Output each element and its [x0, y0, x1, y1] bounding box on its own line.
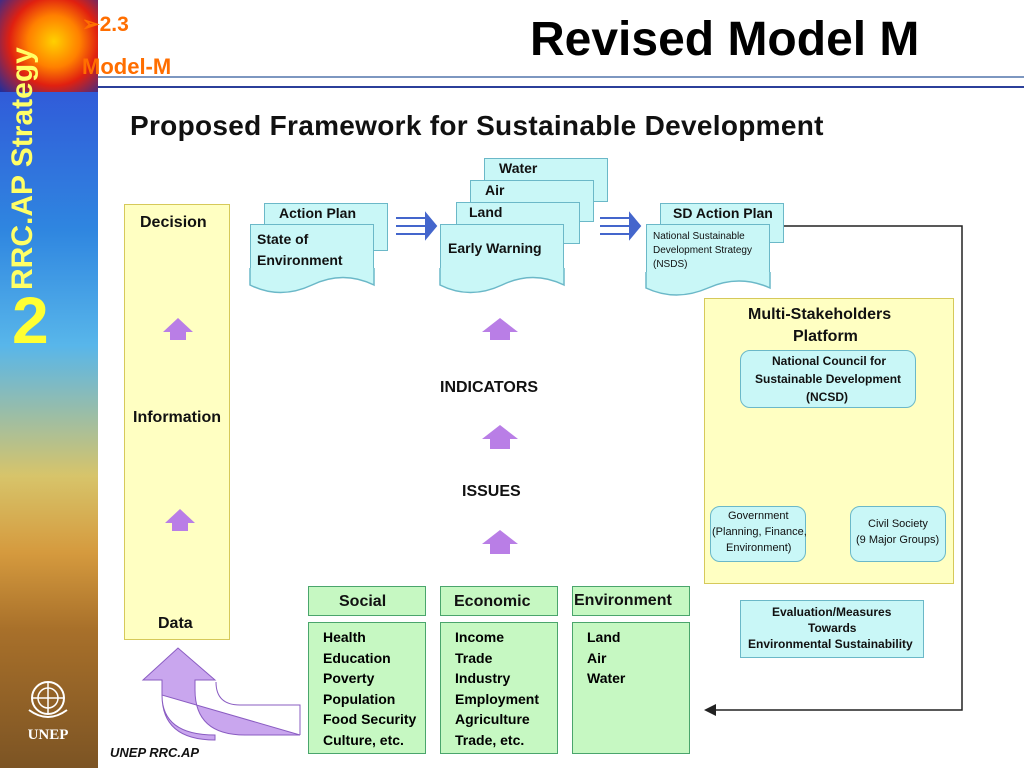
pillar-economic-header: Economic	[440, 586, 558, 616]
stakeholders-title-line1: Multi-Stakeholders	[748, 306, 892, 323]
list-item: Trade, etc.	[455, 731, 525, 748]
issues-label: ISSUES	[462, 483, 521, 500]
section-number: ➢2.3	[82, 12, 129, 37]
loop-connector-line	[708, 225, 963, 711]
sidebar	[0, 0, 98, 768]
pillar-economic-list: Income Trade Industry Employment Agricul…	[440, 622, 558, 754]
doc-land-label: Land	[469, 204, 503, 220]
doc-state-of-environment: State of Environment	[250, 224, 374, 268]
pillar-economic-title: Economic	[454, 593, 531, 610]
doc-soe-wave	[249, 268, 375, 294]
list-item: Food Security	[323, 711, 417, 727]
pillar-social-header: Social	[308, 586, 426, 616]
list-item: Trade	[455, 649, 493, 666]
pillar-social-list: Health Education Poverty Population Food…	[308, 622, 426, 754]
evaluation-line2: Towards	[808, 621, 857, 635]
header-divider-thin	[98, 76, 1024, 78]
list-item: Employment	[455, 690, 540, 707]
doc-nsds-line2: Development Strategy	[653, 245, 752, 256]
sidebar-big-number: 2	[12, 283, 49, 357]
up-arrow-icon-pyramid-2	[165, 509, 195, 531]
section-title: Model-M	[82, 54, 172, 79]
list-item: Poverty	[323, 670, 375, 686]
ncsd-box	[740, 350, 916, 408]
slide-title: Revised Model M	[530, 13, 920, 66]
pillar-environment-title: Environment	[574, 592, 672, 609]
pillar-social-title: Social	[339, 593, 387, 610]
list-item: Income	[455, 629, 505, 645]
doc-nsds: National Sustainable Development Strateg…	[646, 224, 770, 272]
list-item: Culture, etc.	[323, 731, 404, 748]
pillar-environment-header: Environment	[572, 586, 690, 616]
indicators-label: INDICATORS	[440, 379, 539, 396]
up-arrow-icon-center-2	[482, 425, 518, 449]
curved-feedback-arrow-icon	[141, 647, 301, 741]
doc-nsds-wave	[645, 272, 771, 296]
ncsd-line1: National Council for	[772, 354, 886, 368]
evaluation-box	[740, 600, 924, 658]
doc-air-label: Air	[485, 182, 505, 198]
header-divider-thick	[98, 86, 1024, 88]
ncsd-line3: (NCSD)	[806, 390, 848, 404]
list-item: Land	[587, 629, 621, 645]
loop-arrowhead-icon	[704, 704, 716, 716]
pyramid-data: Data	[158, 615, 193, 632]
up-arrow-icon-center-1	[482, 318, 518, 340]
unep-logo: UNEP	[18, 680, 78, 744]
list-item: Population	[323, 690, 396, 707]
doc-early-warning: Early Warning	[440, 224, 564, 268]
government-line2: (Planning, Finance,	[712, 526, 807, 538]
doc-nsds-line3: (NSDS)	[653, 259, 688, 270]
doc-early-warning-label: Early Warning	[448, 240, 542, 256]
evaluation-line3: Environmental Sustainability	[748, 637, 913, 651]
list-item: Education	[323, 649, 391, 666]
government-box	[710, 506, 806, 562]
pyramid-decision: Decision	[140, 214, 207, 231]
doc-action-plan-label: Action Plan	[279, 205, 357, 221]
list-item: Air	[587, 649, 607, 666]
doc-sd-action-plan-label: SD Action Plan	[673, 205, 773, 221]
footer-credit: UNEP RRC.AP	[110, 745, 200, 760]
section-number-text: 2.3	[99, 13, 129, 36]
civil-society-box	[850, 506, 946, 562]
list-item: Health	[323, 629, 366, 645]
list-item: Water	[587, 670, 626, 686]
ncsd-line2: Sustainable Development	[755, 372, 902, 386]
civil-society-line2: (9 Major Groups)	[856, 534, 940, 546]
doc-soe-line1: State of	[257, 231, 309, 247]
pyramid-information: Information	[133, 409, 221, 426]
arrow-right-icon: ➢	[82, 13, 100, 36]
civil-society-line1: Civil Society	[868, 518, 928, 530]
stakeholders-title-line2: Platform	[793, 328, 858, 345]
doc-soe-line2: Environment	[257, 252, 343, 268]
doc-water-label: Water	[499, 160, 538, 176]
doc-early-warning-wave	[439, 268, 565, 294]
un-emblem-icon	[28, 681, 68, 718]
flow-arrow-right-icon	[600, 211, 642, 241]
pillar-environment-list: Land Air Water	[572, 622, 690, 754]
sidebar-logo-block	[0, 0, 98, 92]
flow-arrow-left-icon	[396, 211, 438, 241]
unep-logo-label: UNEP	[27, 727, 69, 743]
list-item: Agriculture	[455, 711, 530, 727]
pyramid-box	[124, 204, 230, 640]
government-line3: Environment)	[726, 542, 792, 554]
doc-nsds-line1: National Sustainable	[653, 231, 745, 242]
list-item: Industry	[455, 670, 511, 686]
government-line1: Government	[728, 510, 789, 522]
diagram-title: Proposed Framework for Sustainable Devel…	[130, 110, 824, 141]
up-arrow-icon-center-3	[482, 530, 518, 554]
evaluation-line1: Evaluation/Measures	[772, 605, 892, 619]
up-arrow-icon-pyramid-1	[163, 318, 193, 340]
